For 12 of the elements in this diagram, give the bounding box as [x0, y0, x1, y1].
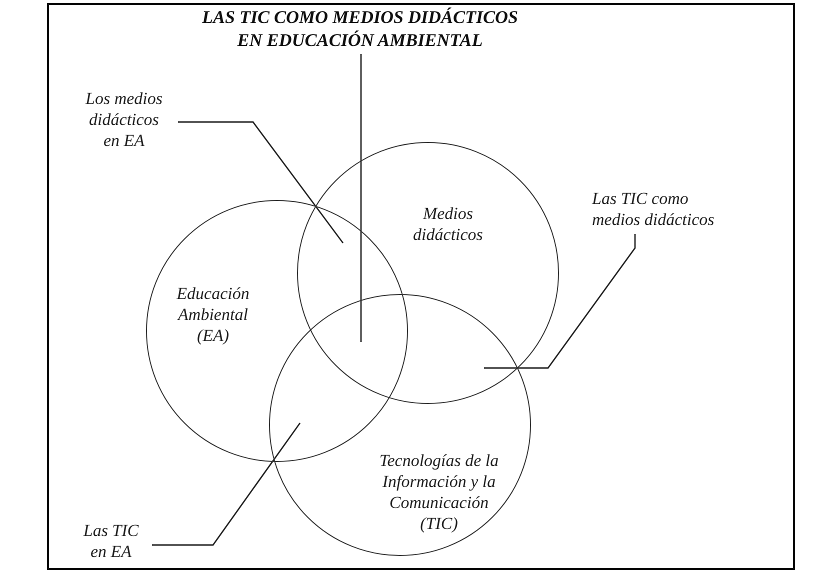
circle-label: Educación Ambiental (EA) [176, 283, 250, 346]
venn-circle [269, 294, 531, 556]
diagram-title: LAS TIC COMO MEDIOS DIDÁCTICOS EN EDUCACIÓN AMBIENTAL [190, 6, 530, 52]
leader-line [484, 234, 636, 369]
leader-line [360, 54, 362, 342]
leader-line [178, 121, 344, 244]
callout-label: Los medios didácticos en EA [80, 88, 168, 151]
circle-label: Tecnologías de la Información y la Comunicación (TIC) [378, 450, 500, 534]
callout-label: Las TIC en EA [76, 520, 146, 562]
callout-label: Las TIC como medios didácticos [592, 188, 737, 230]
circle-label: Medios didácticos [412, 203, 484, 245]
venn-circle [297, 142, 559, 404]
